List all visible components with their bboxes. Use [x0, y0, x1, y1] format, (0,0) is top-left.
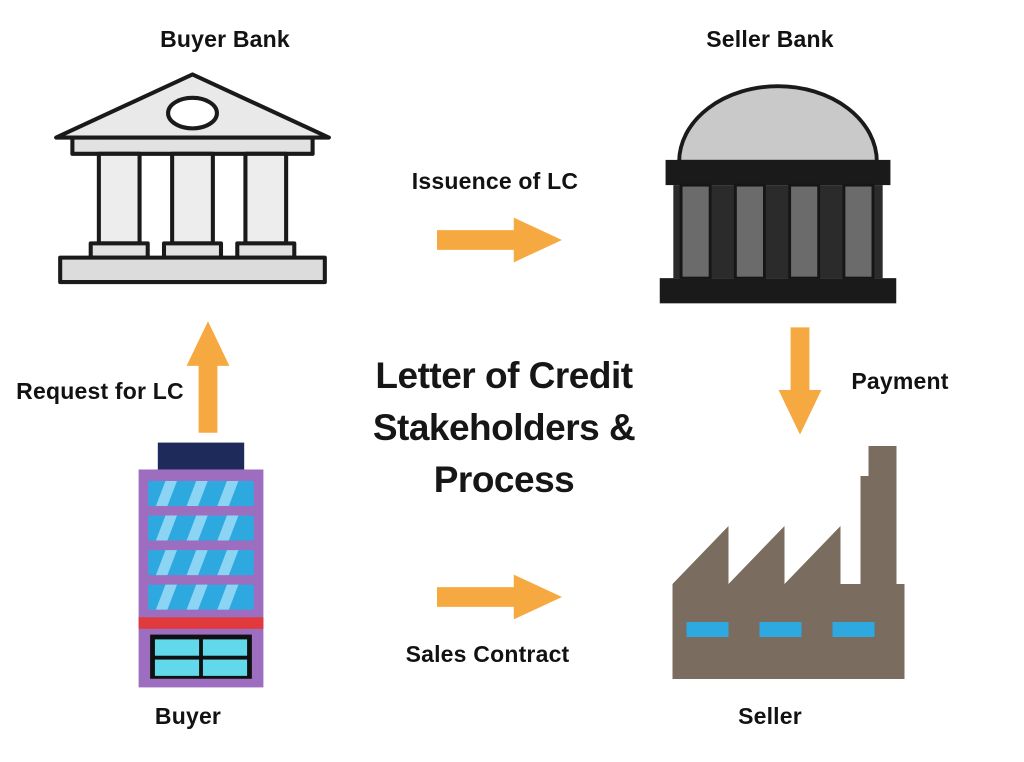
bank-column-base [161, 241, 224, 260]
rotunda-column [842, 183, 875, 280]
seller-bank-icon [659, 84, 897, 304]
seller-bank-label: Seller Bank [706, 26, 834, 52]
window-glint [186, 481, 208, 506]
buyer-bank-icon [54, 72, 331, 285]
arrow-right-shape [437, 217, 562, 263]
factory-window [759, 622, 802, 637]
storefront-pane [202, 659, 248, 676]
diagram-title-line1: Letter of Credit [375, 355, 633, 396]
arrow-right-shape [437, 574, 562, 620]
window-glint [155, 550, 177, 576]
diagram-title-line2: Stakeholders & Process [372, 407, 636, 500]
issuance-of-lc-label: Issuence of LC [411, 168, 579, 194]
buyer-label: Buyer [154, 703, 222, 729]
seller-label: Seller [738, 703, 802, 729]
bank-column [96, 151, 142, 246]
bank-column-base [88, 241, 150, 260]
sales-contract-label: Sales Contract [405, 641, 570, 667]
window-glint [155, 515, 177, 541]
storefront-pane [154, 659, 200, 676]
storefront-pane [202, 639, 248, 656]
sales-contract-arrow-icon [437, 574, 562, 620]
factory-window [832, 622, 875, 637]
window-glint [217, 515, 239, 541]
window-glint [186, 550, 208, 576]
bank-column-base [235, 241, 297, 260]
rotunda-dome [677, 84, 879, 164]
rotunda-column [788, 183, 821, 280]
bank-column [243, 151, 289, 246]
request-for-lc-label: Request for LC [16, 378, 184, 404]
rotunda-entablature [665, 159, 891, 186]
rotunda-base [659, 278, 897, 304]
building-red-stripe [138, 617, 264, 629]
rotunda-column [733, 183, 766, 280]
request-arrow-icon [186, 321, 230, 433]
issuance-arrow-icon [437, 217, 562, 263]
bank-pediment-window [166, 95, 219, 131]
rotunda-column [679, 183, 712, 280]
building-window-bands [148, 481, 254, 610]
window-glint [217, 584, 239, 610]
factory-window [686, 622, 729, 637]
storefront-pane [154, 639, 200, 656]
bank-plinth [58, 255, 327, 285]
diagram-title: Letter of Credit Stakeholders & Process [314, 350, 694, 506]
arrow-up-shape [186, 321, 230, 433]
window-glint [217, 481, 239, 506]
window-glint [155, 584, 177, 610]
arrow-down-shape [778, 327, 822, 435]
buyer-bank-label: Buyer Bank [160, 26, 290, 52]
payment-label: Payment [851, 368, 949, 394]
window-glint [186, 515, 208, 541]
window-glint [217, 550, 239, 576]
building-storefront [150, 634, 252, 679]
bank-beam [70, 135, 315, 156]
window-glint [186, 584, 208, 610]
payment-arrow-icon [778, 327, 822, 435]
building-roof-block [157, 442, 245, 470]
window-glint [155, 481, 177, 506]
bank-column [170, 151, 215, 246]
buyer-building-icon [138, 442, 264, 688]
factory-body [672, 446, 905, 679]
seller-factory-icon [672, 446, 905, 679]
